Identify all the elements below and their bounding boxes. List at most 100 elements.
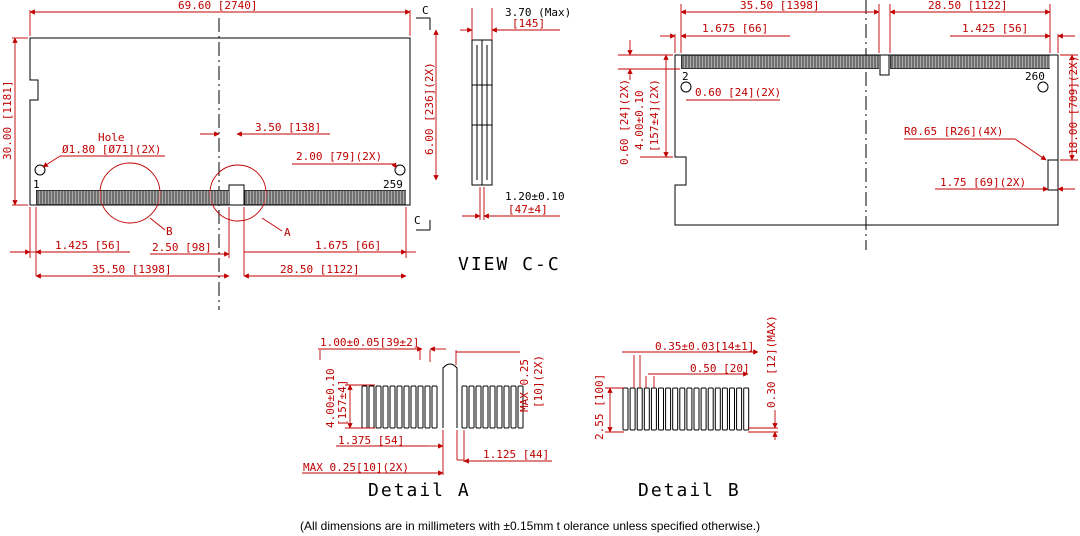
back-dim-right-edge: 1.425 [56] bbox=[962, 22, 1028, 35]
front-view: 69.60 [2740] 30.00 [1181] C C 6.00 [236]… bbox=[1, 0, 439, 310]
contact-pad bbox=[721, 387, 728, 431]
detail-a: 1.00±0.05[39±2] 4.00±0.10 [157±4] MAX 0.… bbox=[302, 336, 552, 501]
section-c-bottom: C bbox=[414, 214, 421, 227]
contact-pad bbox=[482, 385, 489, 429]
footer-note: (All dimensions are in millimeters with … bbox=[300, 519, 760, 533]
back-side-notch: 1.75 [69](2X) bbox=[940, 176, 1026, 189]
detail-a-pitch: 1.00±0.05[39±2] bbox=[320, 336, 419, 349]
contact-pad bbox=[665, 387, 672, 431]
contact-pad bbox=[679, 387, 686, 431]
detail-a-pads-left bbox=[361, 385, 438, 429]
contact-pad bbox=[496, 385, 503, 429]
contact-pad bbox=[375, 385, 382, 429]
detail-a-left: 1.375 [54] bbox=[338, 434, 404, 447]
dim-notch-offset: 3.50 [138] bbox=[255, 121, 321, 134]
callout-b: B bbox=[166, 225, 173, 238]
dim-height: 30.00 [1181] bbox=[1, 81, 14, 160]
contact-pad bbox=[736, 387, 743, 431]
contact-pad bbox=[410, 385, 417, 429]
back-pad-height-in: [157±4](2X) bbox=[648, 79, 661, 152]
detail-a-pad-height-in: [157±4] bbox=[336, 380, 349, 426]
detail-a-right: 1.125 [44] bbox=[483, 448, 549, 461]
detail-b-title: Detail B bbox=[638, 480, 741, 501]
detail-a-title: Detail A bbox=[368, 480, 471, 501]
contact-pad bbox=[468, 385, 475, 429]
contact-pad bbox=[417, 385, 424, 429]
detail-a-circle bbox=[209, 164, 267, 222]
back-view: 2 260 35.50 [1398] 28.50 [1122] 1.675 [6… bbox=[618, 0, 1080, 250]
contact-pad bbox=[622, 387, 629, 431]
contact-pad bbox=[396, 385, 403, 429]
back-side-height: 18.00 [709](2X) bbox=[1067, 56, 1080, 155]
detail-b-pitch: 0.50 [20] bbox=[690, 362, 750, 375]
cc-pcb-thickness-in: [47±4] bbox=[508, 203, 548, 216]
contact-pad bbox=[489, 385, 496, 429]
back-dim-left-span: 35.50 [1398] bbox=[740, 0, 819, 12]
back-radius: R0.65 [R26](4X) bbox=[904, 125, 1003, 138]
dim-right-span: 28.50 [1122] bbox=[280, 263, 359, 276]
dim-right-edge: 1.675 [66] bbox=[315, 239, 381, 252]
contact-pad bbox=[461, 385, 468, 429]
contact-pad bbox=[510, 385, 517, 429]
dim-notch-width: 2.50 [98] bbox=[152, 241, 212, 254]
section-c-top: C bbox=[422, 4, 429, 17]
contact-pad bbox=[672, 387, 679, 431]
detail-b: 0.35±0.03[14±1] 0.50 [20] 2.55 [100] 0.3… bbox=[593, 315, 778, 501]
contact-pad bbox=[636, 387, 643, 431]
back-pad-height: 4.00±0.10 bbox=[633, 90, 646, 150]
contact-pad bbox=[743, 387, 750, 431]
contact-pad bbox=[368, 385, 375, 429]
detail-b-right-height: 0.30 [12](MAX) bbox=[765, 315, 778, 408]
contact-pad bbox=[700, 387, 707, 431]
contact-pad bbox=[643, 387, 650, 431]
contact-pad bbox=[658, 387, 664, 431]
dim-overall-width: 69.60 [2740] bbox=[178, 0, 257, 12]
contact-pad bbox=[650, 387, 657, 431]
contact-pad bbox=[517, 385, 524, 429]
pin-259-label: 259 bbox=[383, 178, 403, 191]
contact-pad bbox=[403, 385, 410, 429]
pin-2-label: 2 bbox=[682, 70, 689, 83]
detail-a-max-r: MAX 0.25 bbox=[518, 359, 531, 412]
contact-pad bbox=[707, 387, 714, 431]
detail-b-pads bbox=[622, 387, 750, 431]
detail-b-circle bbox=[99, 162, 161, 224]
view-cc-title: VIEW C-C bbox=[458, 254, 561, 275]
dim-left-span: 35.50 [1398] bbox=[92, 263, 171, 276]
cc-max-thickness-in: [145] bbox=[512, 17, 545, 30]
back-tab-height: 0.60 [24](2X) bbox=[618, 79, 631, 165]
dim-hole-position: 2.00 [79](2X) bbox=[296, 150, 382, 163]
contact-pad bbox=[361, 385, 368, 429]
contact-pad bbox=[503, 385, 510, 429]
detail-b-pad-width: 0.35±0.03[14±1] bbox=[655, 340, 754, 353]
contact-pad bbox=[382, 385, 389, 429]
detail-a-pad-height: 4.00±0.10 bbox=[324, 368, 337, 428]
view-cc: 3.70 (Max) [145] 1.20±0.10 [47±4] VIEW C… bbox=[458, 6, 571, 275]
contact-pins-right bbox=[244, 190, 406, 205]
detail-a-pads-right bbox=[461, 385, 524, 429]
contact-pad bbox=[729, 387, 735, 431]
cc-pcb-thickness: 1.20±0.10 bbox=[505, 190, 565, 203]
pin-260-label: 260 bbox=[1025, 70, 1045, 83]
detail-b-left-height: 2.55 [100] bbox=[593, 374, 606, 440]
dim-left-edge: 1.425 [56] bbox=[55, 239, 121, 252]
callout-a: A bbox=[284, 226, 291, 239]
hole-diameter: Ø1.80 [Ø71](2X) bbox=[62, 143, 161, 156]
contact-pad bbox=[629, 387, 636, 431]
dim-thickness-c: 6.00 [236](2X) bbox=[423, 62, 436, 155]
back-dim-right-span: 28.50 [1122] bbox=[928, 0, 1007, 12]
hole-label: Hole bbox=[98, 131, 125, 144]
back-dim-left-edge: 1.675 [66] bbox=[702, 22, 768, 35]
contact-pins-left-back bbox=[681, 55, 879, 69]
contact-pad bbox=[389, 385, 396, 429]
contact-pad bbox=[424, 385, 431, 429]
contact-pad bbox=[686, 387, 693, 431]
pin-1-label: 1 bbox=[33, 178, 40, 191]
contact-pad bbox=[714, 387, 721, 431]
contact-pad bbox=[431, 385, 438, 429]
contact-pad bbox=[693, 387, 700, 431]
contact-pad bbox=[475, 385, 482, 429]
detail-a-max-bottom: MAX 0.25[10](2X) bbox=[303, 461, 409, 474]
back-inner-gap: 0.60 [24](2X) bbox=[695, 86, 781, 99]
